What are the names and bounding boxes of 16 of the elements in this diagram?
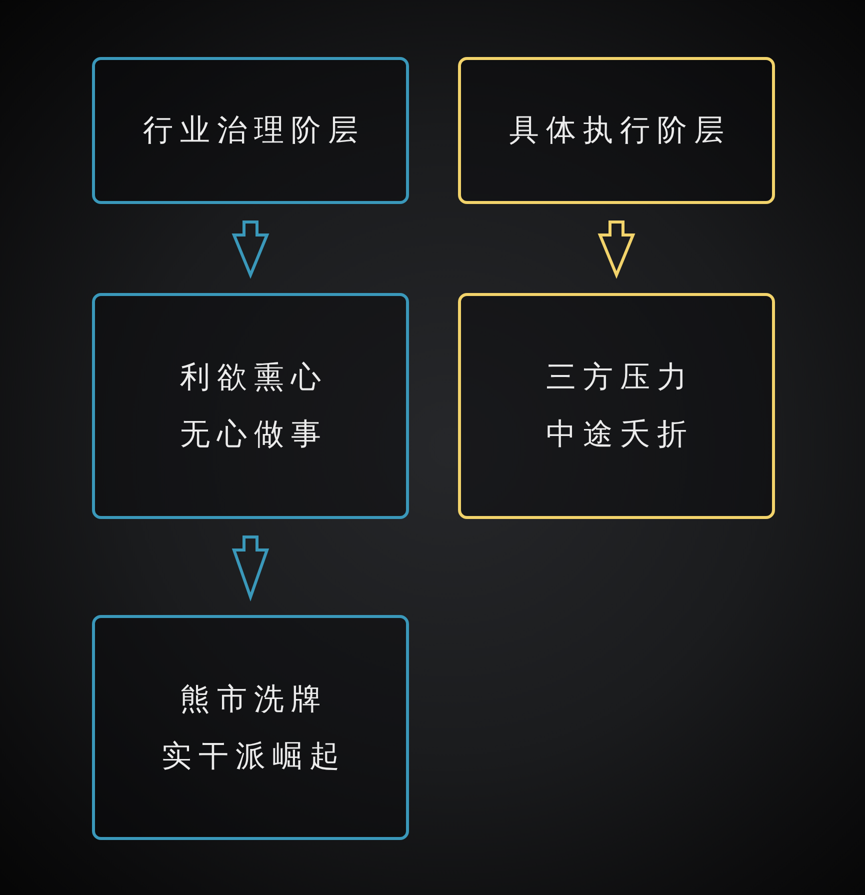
process-box xyxy=(92,615,409,840)
box-text: 行业治理阶层 xyxy=(143,112,365,150)
box-text: 熊市洗牌 xyxy=(180,680,328,718)
box-text: 无心做事 xyxy=(180,416,328,454)
hollow-arrow xyxy=(598,220,636,279)
box-text: 具体执行阶层 xyxy=(509,112,731,150)
hollow-arrow xyxy=(232,220,270,279)
box-text: 实干派崛起 xyxy=(162,738,346,776)
process-box xyxy=(458,57,775,204)
process-box xyxy=(92,293,409,519)
hollow-arrow xyxy=(232,536,270,602)
process-box xyxy=(92,57,409,204)
box-text: 三方压力 xyxy=(546,359,694,397)
process-box xyxy=(458,293,775,519)
box-text: 利欲熏心 xyxy=(180,359,328,397)
box-text: 中途夭折 xyxy=(546,416,694,454)
